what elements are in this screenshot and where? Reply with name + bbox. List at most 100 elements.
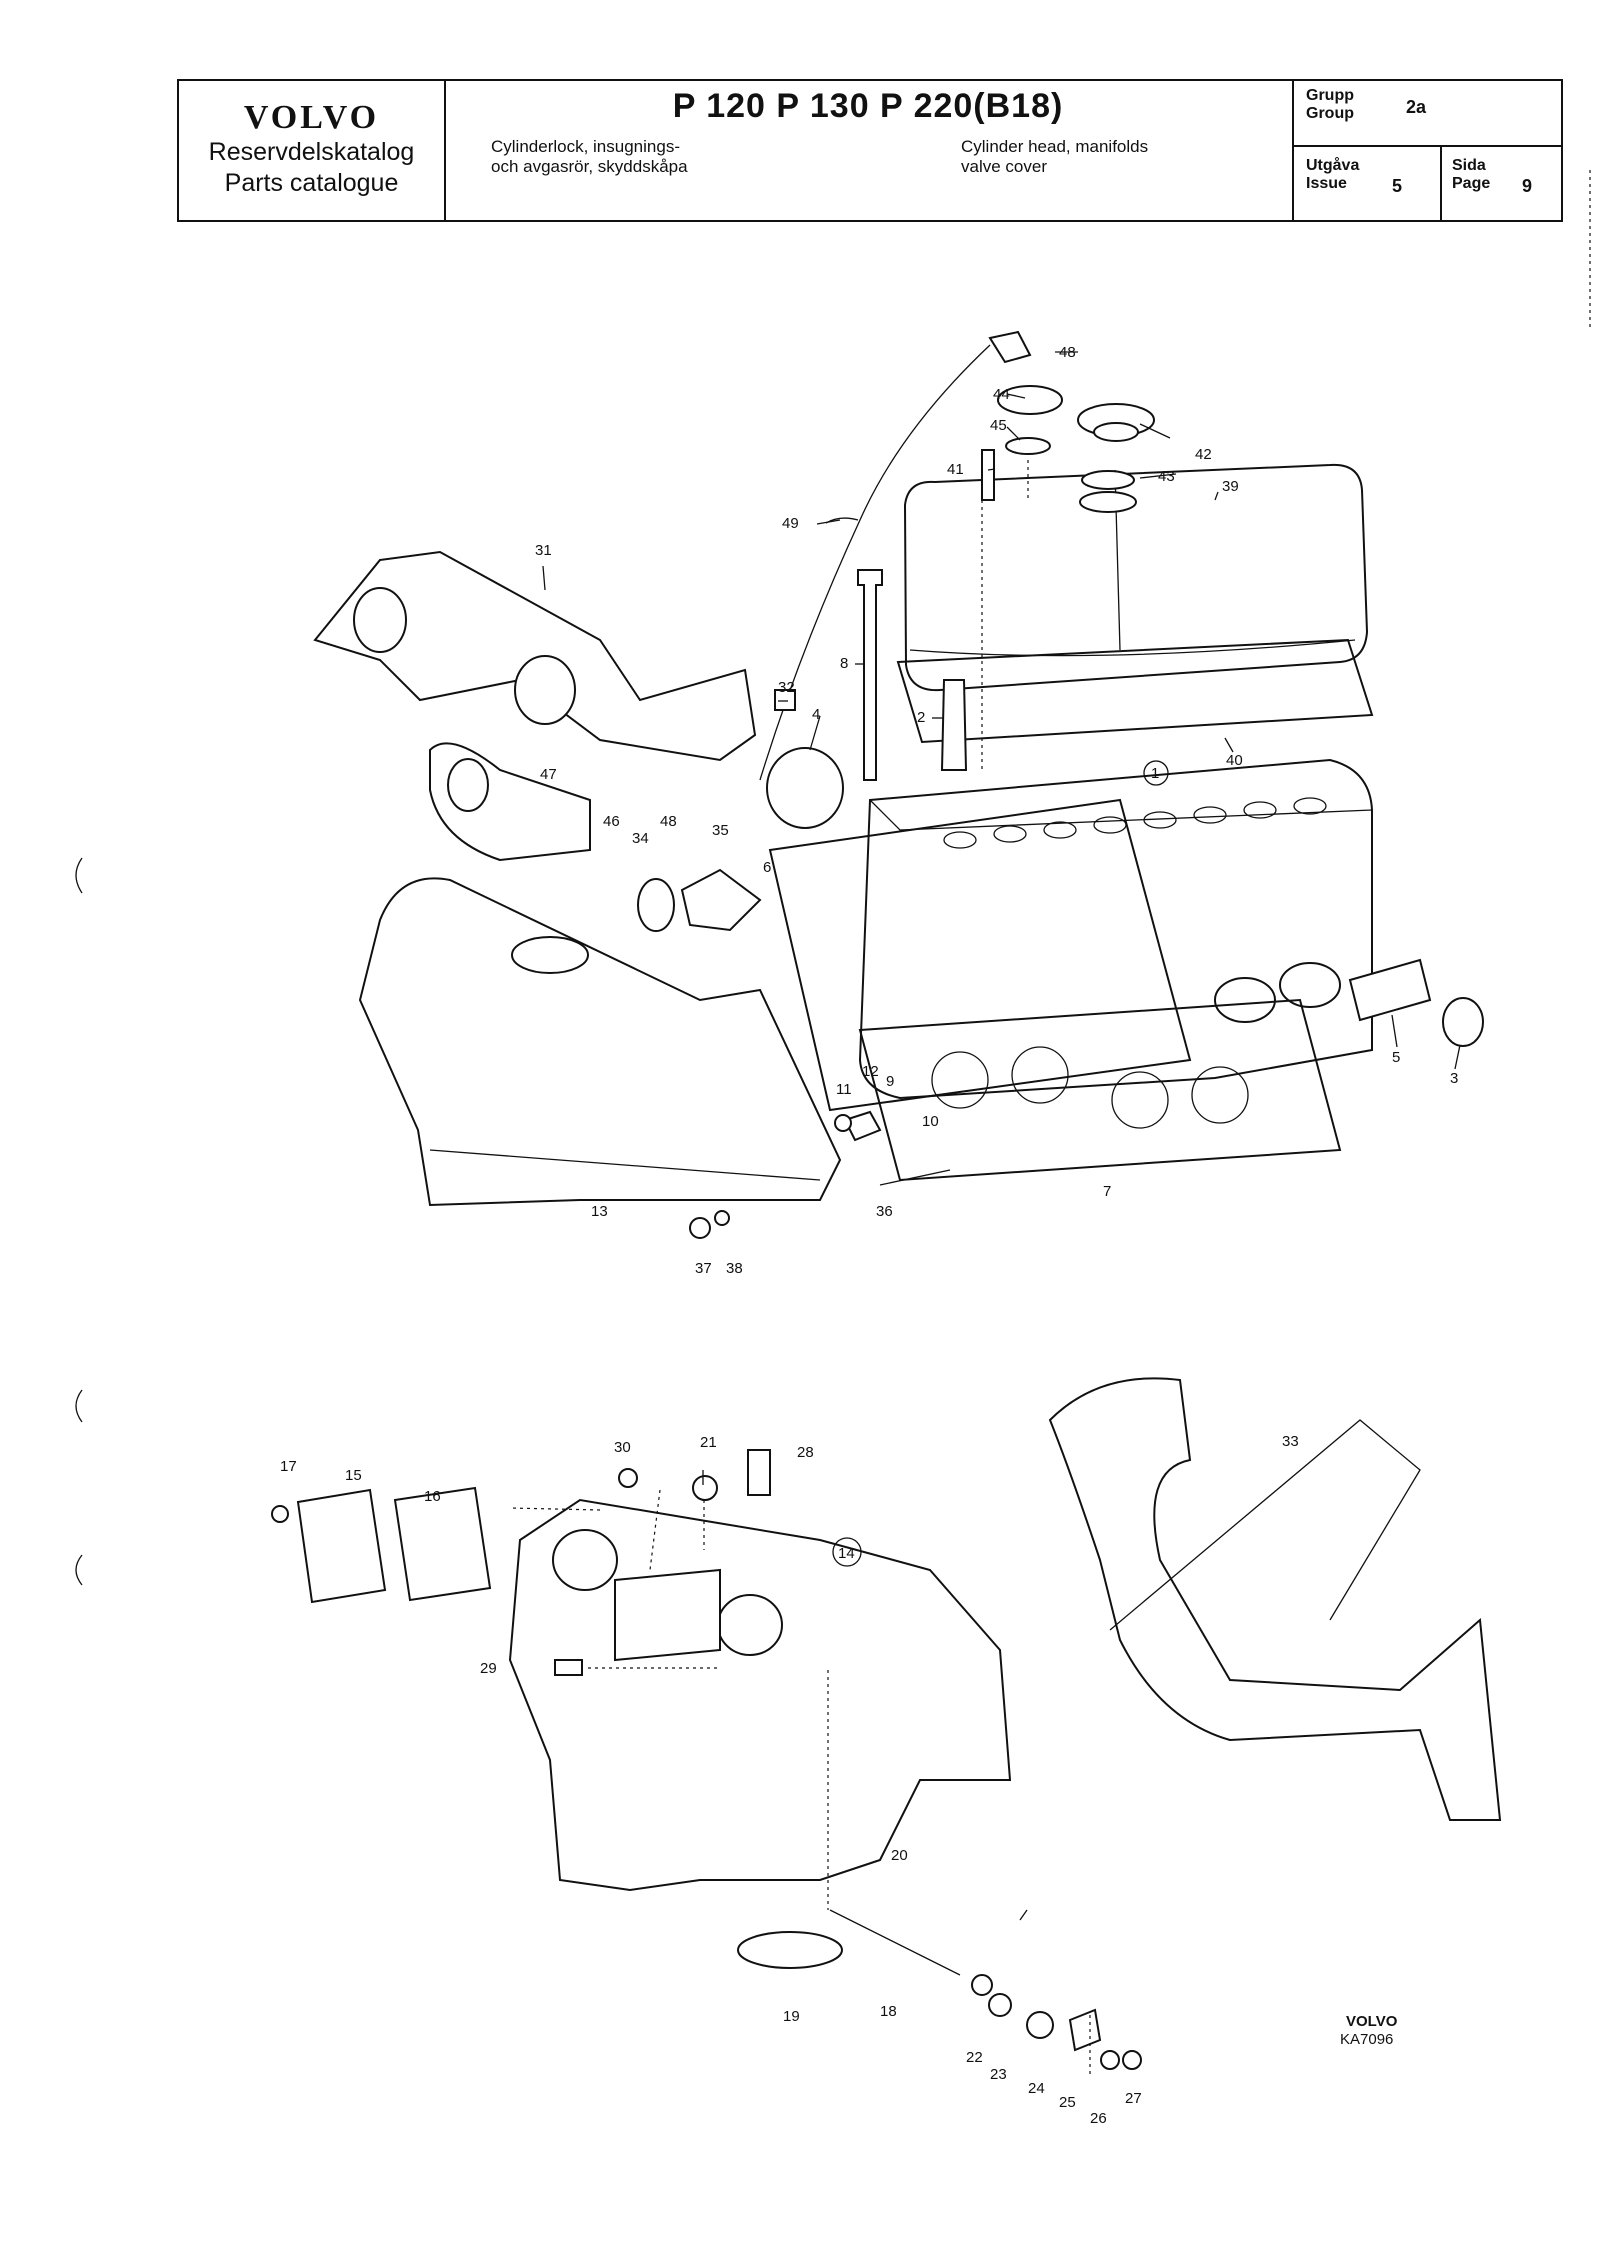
description-sv-line-1: Cylinderlock, insugnings- [491, 137, 680, 156]
part-label-33: 33 [1282, 1433, 1299, 1450]
part-label-48-top: 48 [1059, 344, 1076, 361]
description-en-line-2: valve cover [961, 157, 1047, 176]
part-label-1: 1 [1151, 765, 1159, 782]
part-label-9: 9 [886, 1073, 894, 1090]
part-number-labels: 1 2 3 4 5 6 7 8 9 10 11 12 13 14 15 16 1… [280, 344, 1458, 2127]
shaft-18-drawing [829, 1909, 961, 1976]
part-label-46: 46 [603, 813, 620, 830]
exhaust-pipe-33-drawing [1048, 1377, 1502, 1821]
catalog-title-sv: Reservdelskatalog [208, 138, 415, 166]
part-label-21: 21 [700, 1434, 717, 1451]
part-label-15: 15 [345, 1467, 362, 1484]
part-label-24: 24 [1028, 2080, 1045, 2097]
lever-25-drawing [1068, 2008, 1102, 2052]
model-description-cell: P 120 P 130 P 220(B18) Cylinderlock, ins… [444, 81, 1294, 220]
part-label-28: 28 [797, 1444, 814, 1461]
part-label-38: 38 [726, 1260, 743, 1277]
scan-mark [75, 1389, 83, 1423]
part-label-22: 22 [966, 2049, 983, 2066]
page-label-en: Page [1452, 175, 1491, 192]
scan-mark [75, 857, 83, 894]
exhaust-manifold-13-drawing [358, 877, 842, 1207]
description-en: Cylinder head, manifolds valve cover [961, 137, 1148, 177]
part-label-45: 45 [990, 417, 1007, 434]
valve-cover-gasket-drawing [896, 638, 1374, 744]
part-label-37: 37 [695, 1260, 712, 1277]
callout-circle-1 [1143, 760, 1169, 786]
part-label-14: 14 [838, 1545, 855, 1562]
leader-lines [542, 351, 1461, 1070]
intake-manifold-14-drawing [508, 1498, 1012, 1892]
assembly-lines [509, 460, 1091, 2075]
manifold-gasket-drawing [768, 798, 1192, 1112]
pipe-5-drawing [1348, 958, 1432, 1022]
bolt-11-drawing [834, 1114, 852, 1132]
model-list: P 120 P 130 P 220(B18) [672, 87, 1064, 125]
part-26-drawing [1100, 2050, 1120, 2070]
tube-2-drawing [940, 679, 968, 771]
part-label-42: 42 [1195, 446, 1212, 463]
part-label-4: 4 [812, 706, 820, 723]
part-label-2: 2 [917, 709, 925, 726]
heat-shield-hole [447, 758, 489, 812]
washer-38-drawing [714, 1210, 730, 1226]
bolt-8-drawing [857, 569, 883, 781]
bolt-41-drawing [981, 449, 995, 501]
part-label-49: 49 [782, 515, 799, 532]
part-23-drawing [988, 1993, 1012, 2017]
flap-19-drawing [737, 1931, 843, 1969]
description-sv-line-2: och avgasrör, skyddskåpa [491, 157, 688, 176]
group-box: Grupp Group 2a [1292, 81, 1561, 147]
nut-27-drawing [1122, 2050, 1142, 2070]
gasket-35-drawing [680, 868, 762, 932]
nut-21-drawing [692, 1475, 718, 1501]
gasket-16-drawing [393, 1486, 492, 1602]
part-label-40: 40 [1226, 752, 1243, 769]
part-label-7: 7 [1103, 1183, 1111, 1200]
disc-4-drawing [766, 747, 844, 829]
issue-box: Utgåva Issue 5 [1292, 147, 1442, 222]
brand-logo: VOLVO [243, 99, 380, 136]
reference-cell: Grupp Group 2a Utgåva Issue 5 Sida Page … [1292, 81, 1561, 222]
valve-cover-drawing [903, 463, 1369, 692]
stud-36-drawing [879, 1169, 951, 1186]
description-sv: Cylinderlock, insugnings- och avgasrör, … [491, 137, 688, 177]
sensor-28-drawing [747, 1449, 771, 1496]
spring-24-drawing [1026, 2011, 1054, 2039]
sleeve-34-drawing [637, 878, 675, 932]
part-label-10: 10 [922, 1113, 939, 1130]
issue-label-en: Issue [1306, 175, 1347, 192]
part-label-12: 12 [862, 1063, 879, 1080]
callout-circle-14 [832, 1537, 862, 1567]
part-label-34: 34 [632, 830, 649, 847]
catalog-title-en: Parts catalogue [224, 169, 399, 197]
oil-filler-cap-drawing [1077, 403, 1155, 490]
leader-20 [1019, 1909, 1028, 1921]
part-label-19: 19 [783, 2008, 800, 2025]
part-label-31: 31 [535, 542, 552, 559]
page-box: Sida Page 9 [1442, 147, 1561, 222]
bracket-10-drawing [843, 1110, 882, 1142]
issue-label-sv: Utgåva [1306, 157, 1360, 174]
page-value: 9 [1522, 176, 1533, 196]
part-label-6: 6 [763, 859, 771, 876]
bolt-30-drawing [618, 1468, 638, 1488]
part-label-18: 18 [880, 2003, 897, 2020]
part-label-32: 32 [778, 679, 795, 696]
part-label-27: 27 [1125, 2090, 1142, 2107]
part-label-36: 36 [876, 1203, 893, 1220]
part-label-26: 26 [1090, 2110, 1107, 2127]
part-label-48-bottom: 48 [660, 813, 677, 830]
footer-brand: VOLVO [1346, 2013, 1398, 2030]
plug-3-drawing [1442, 997, 1484, 1047]
part-label-3: 3 [1450, 1070, 1458, 1087]
part-label-17: 17 [280, 1458, 297, 1475]
part-label-41: 41 [947, 461, 964, 478]
part-label-13: 13 [591, 1203, 608, 1220]
part-label-16: 16 [424, 1488, 441, 1505]
part-label-11: 11 [836, 1081, 852, 1098]
group-value: 2a [1406, 97, 1427, 117]
part-label-30: 30 [614, 1439, 631, 1456]
part-label-20: 20 [891, 1847, 908, 1864]
